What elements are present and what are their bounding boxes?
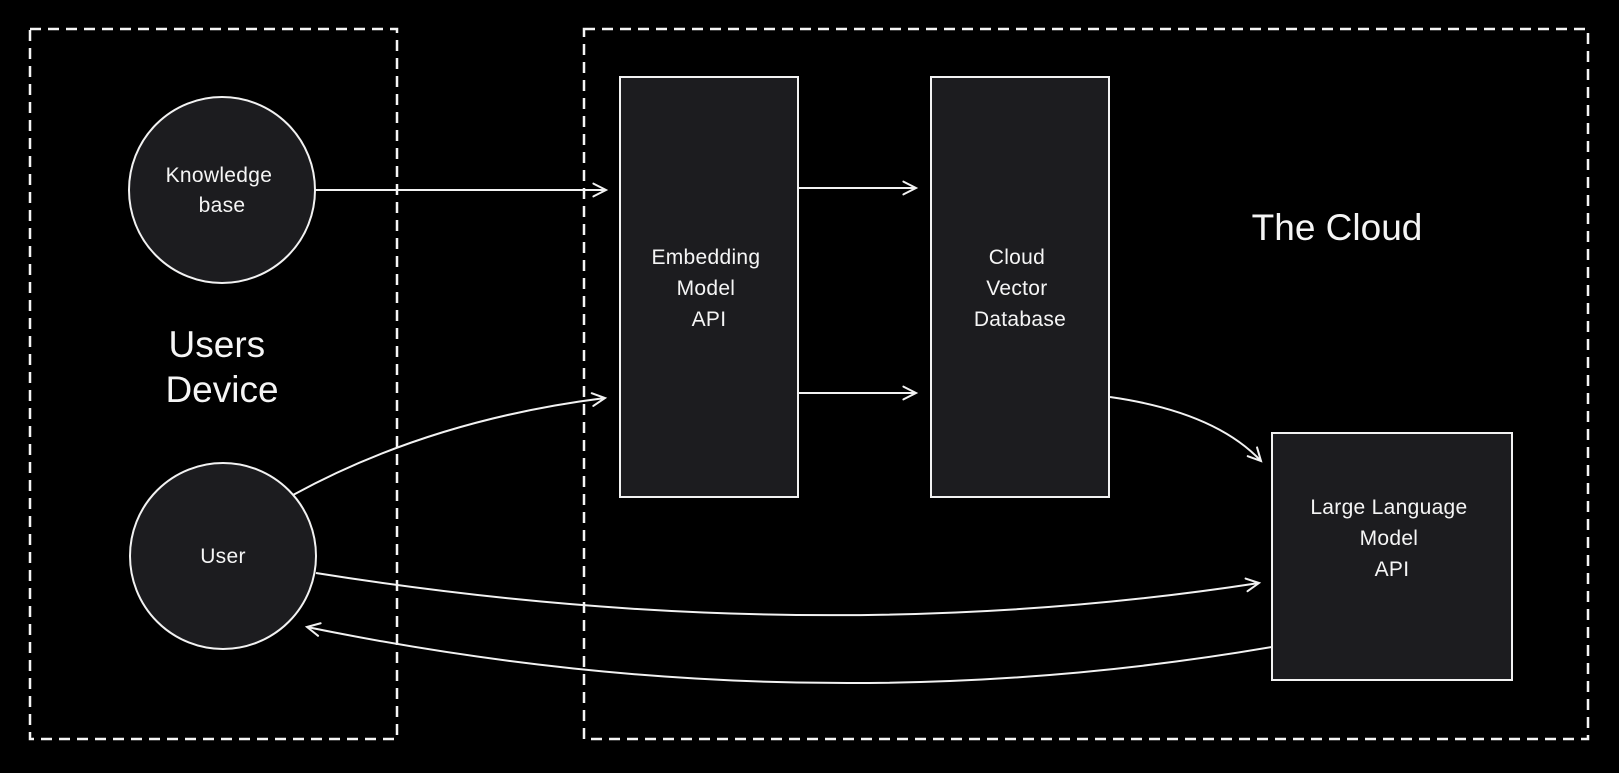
edge-llm-to-user-arrow [304,622,1273,685]
users-device-zone-label: Users Device [165,324,278,410]
user-node [129,462,317,650]
users-device-zone [28,27,399,741]
edge-user-to-llm-arrow [315,572,1262,617]
cloud-vector-database-label: Cloud Vector Database [974,246,1066,331]
knowledge-base-label: Knowledge base [166,164,279,217]
the-cloud-zone-label: The Cloud [1252,207,1423,248]
large-language-model-api-label: Large Language Model API [1310,496,1473,581]
edge-vector-db-to-llm-arrow [1109,396,1263,463]
embedding-model-api-node [619,76,799,498]
cloud-vector-database-node [930,76,1110,498]
user-label: User [200,545,246,568]
embedding-model-api-label: Embedding Model API [651,246,766,331]
the-cloud-zone [582,27,1590,741]
knowledge-base-node [128,96,316,284]
edge-user-to-embedding-arrow [292,392,608,496]
large-language-model-api-node [1271,432,1513,681]
